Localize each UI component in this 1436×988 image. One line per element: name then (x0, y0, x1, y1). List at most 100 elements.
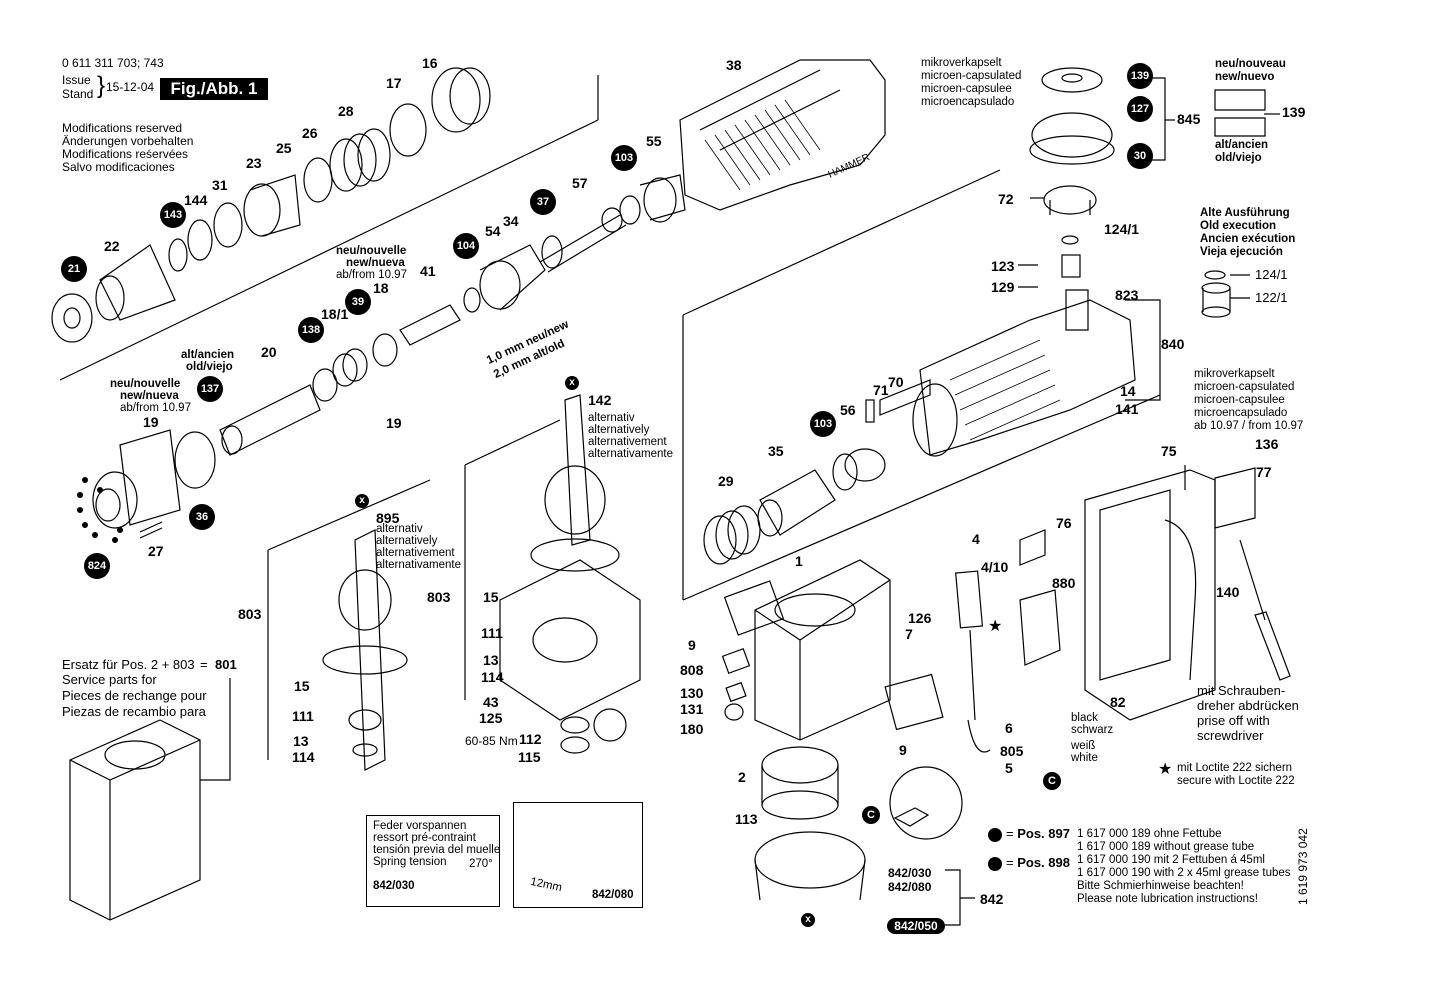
x-marker-142: x (565, 376, 579, 390)
note-mikro-right-2: microen-capsulated (1194, 381, 1295, 393)
part-number: 0 611 311 703; 743 (62, 56, 164, 70)
note-alt-895-line-1: alternativ (376, 523, 423, 535)
note-neu-2-line-1: neu/nouvelle (110, 378, 181, 390)
label-113: 113 (735, 811, 758, 827)
note-neu-1-line-2: new/nueva (346, 257, 405, 269)
modifications-line-4: Salvo modificaciones (62, 160, 175, 174)
label-124-1-right: 124/1 (1255, 267, 1288, 282)
label-54: 54 (485, 223, 501, 239)
issue-label: Issue (62, 73, 91, 87)
label-880: 880 (1052, 575, 1076, 591)
note-torque: 60-85 Nm (465, 734, 518, 748)
spring-line-4: Spring tension (373, 856, 447, 868)
note-mikro-right-1: mikroverkapselt (1194, 368, 1275, 380)
grease-note-1: Bitte Schmierhinweise beachten! (1077, 880, 1244, 892)
bubble-103-top: 103 (611, 145, 637, 171)
label-17: 17 (386, 75, 402, 91)
label-18-1: 18/1 (321, 306, 349, 322)
label-6: 6 (1005, 720, 1013, 736)
grease-dot-icon (988, 827, 1002, 842)
document-number: 1 619 973 042 (1296, 828, 1310, 905)
bubble-138: 138 (298, 317, 324, 343)
note-neu-1-line-3: ab/from 10.97 (336, 269, 407, 281)
note-alt-895-line-2: alternatively (376, 535, 438, 547)
bubble-37: 37 (530, 189, 556, 215)
spring-line-3: tensión previa del muelle (373, 844, 501, 856)
note-white: white (1071, 752, 1098, 764)
bubble-104: 104 (453, 233, 479, 259)
label-111-left: 111 (292, 708, 314, 724)
note-alte-1: Alte Ausführung (1200, 207, 1290, 219)
x-marker-base: x (801, 913, 815, 927)
bubble-21: 21 (61, 256, 87, 282)
label-15-left: 15 (294, 678, 310, 694)
label-41: 41 (420, 263, 436, 279)
note-weiss: weiß (1071, 740, 1096, 752)
brace: } (97, 72, 106, 99)
label-136: 136 (1255, 436, 1279, 452)
label-43: 43 (483, 694, 499, 710)
label-77: 77 (1256, 464, 1272, 480)
label-131: 131 (680, 701, 704, 717)
note-mikro-top-4: microencapsulado (921, 96, 1015, 108)
label-19-right: 19 (386, 415, 402, 431)
label-122-1: 122/1 (1255, 290, 1288, 305)
label-5: 5 (1005, 760, 1013, 776)
clamp-dimension: 12mm (529, 875, 563, 895)
note-mikro-right-4: microencapsulado (1194, 407, 1288, 419)
label-71: 71 (873, 382, 889, 398)
label-115: 115 (518, 749, 541, 765)
note-alt-142-line-4: alternativamente (588, 448, 674, 460)
label-82: 82 (1110, 694, 1126, 710)
grease-898-row: = Pos. 898 (988, 855, 1070, 871)
note-alt-142-line-1: alternativ (588, 412, 635, 424)
note-neu-nouveau-1: neu/nouveau (1215, 58, 1286, 70)
grease-897-row: = Pos. 897 (988, 826, 1070, 842)
bubble-127: 127 (1127, 96, 1153, 122)
clamp-inset: 12mm 842/080 (513, 802, 643, 908)
grease-898-line-1: 1 617 000 190 mit 2 Fettuben á 45ml (1077, 854, 1265, 866)
note-alt-1-line-1: alt/ancien (181, 349, 235, 361)
label-14: 14 (1120, 383, 1136, 399)
grease-eq-898: = (1006, 855, 1014, 870)
label-7: 7 (905, 626, 913, 642)
label-57: 57 (572, 175, 588, 191)
note-mikro-right-5: ab 10.97 / from 10.97 (1194, 420, 1304, 432)
spring-part: 842/030 (373, 880, 415, 892)
label-139-right: 139 (1282, 104, 1306, 120)
bubble-137: 137 (197, 376, 223, 402)
note-mikro-top-2: microen-capsulated (921, 70, 1022, 82)
label-130: 130 (680, 685, 704, 701)
sub-842-050: 842/050 (887, 918, 945, 934)
label-1: 1 (795, 553, 803, 569)
note-screwdriver-2: dreher abdrücken (1197, 698, 1299, 713)
label-140: 140 (1216, 584, 1240, 600)
label-803-mid: 803 (427, 589, 451, 605)
clamp-part: 842/080 (592, 889, 634, 901)
label-803-left: 803 (238, 606, 262, 622)
label-16: 16 (422, 55, 438, 71)
label-34: 34 (503, 213, 519, 229)
label-56: 56 (840, 402, 856, 418)
spring-line-1: Feder vorspannen (373, 820, 467, 832)
grease-pos-898: Pos. 898 (1017, 855, 1070, 870)
sub-842-080: 842/080 (888, 880, 932, 894)
c-marker-left: C (862, 806, 880, 824)
label-144: 144 (184, 192, 208, 208)
label-141: 141 (1115, 401, 1139, 417)
grease-eq-897: = (1006, 826, 1014, 841)
label-180: 180 (680, 721, 704, 737)
label-70: 70 (888, 374, 904, 390)
note-alt-142-line-3: alternativement (588, 436, 667, 448)
note-alte-4: Vieja ejecución (1200, 246, 1283, 258)
bubble-30: 30 (1127, 143, 1153, 169)
label-123: 123 (991, 258, 1015, 274)
label-895: 895 (376, 510, 400, 526)
figure-label: Fig./Abb. 1 (160, 78, 268, 100)
label-125: 125 (479, 710, 503, 726)
modifications-line-2: Änderungen vorbehalten (62, 134, 194, 148)
label-114-left: 114 (292, 749, 315, 765)
service-parts-line-3: Piezas de recambio para (62, 704, 206, 719)
modifications-line-3: Modifications reśervées (62, 147, 189, 161)
label-111-mid: 111 (481, 625, 503, 641)
